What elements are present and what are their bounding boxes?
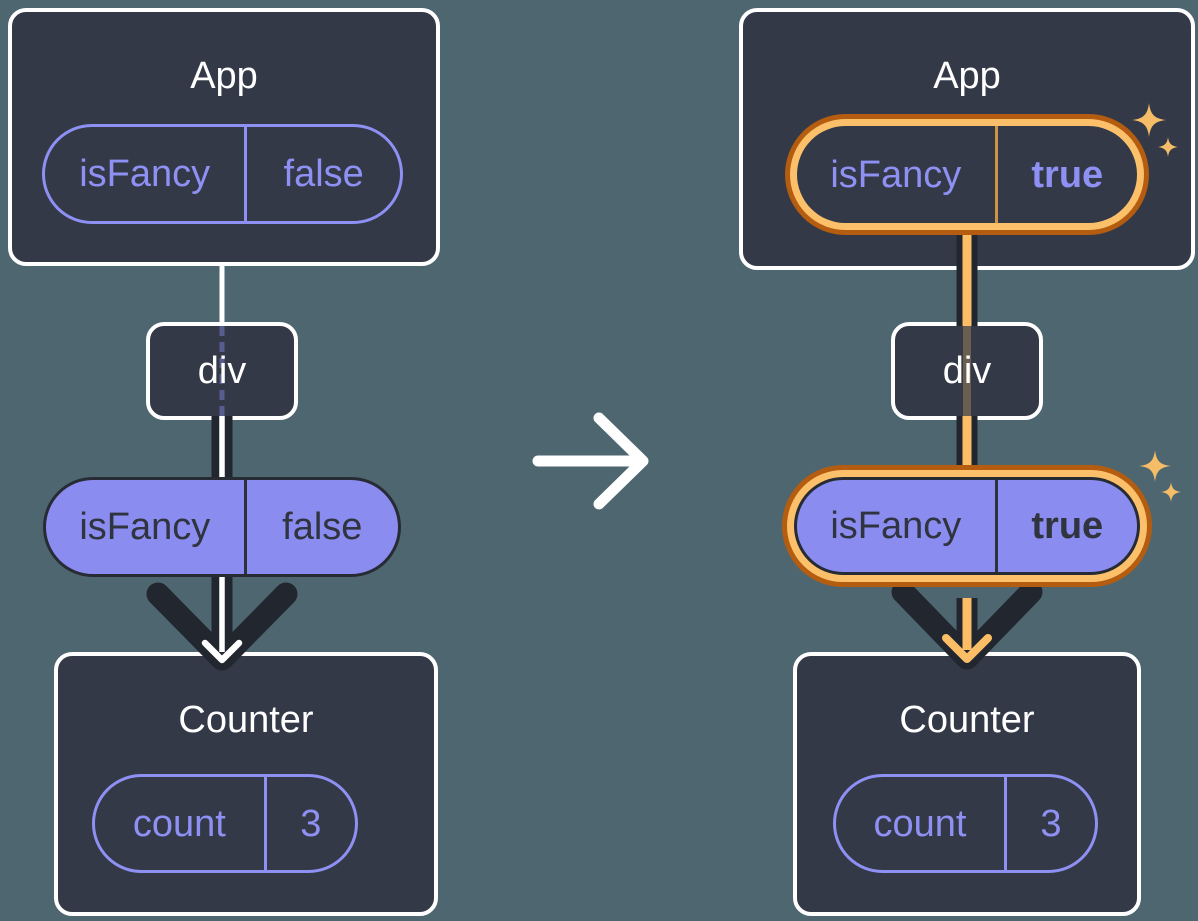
state-name: count [836,777,1007,870]
arrow-right-icon [532,412,649,510]
line-through-div [219,326,225,416]
state-name: count [95,777,267,870]
counter-state-pill-before: count 3 [92,774,358,873]
state-value: 3 [300,802,322,845]
arrow-chevron-after [891,580,1043,670]
state-value: false [283,153,364,195]
state-value: true [1031,153,1104,196]
counter-title: Counter [899,699,1035,741]
div-label: div [942,350,992,392]
props-pill-before: isFancy false [43,477,401,577]
div-label: div [197,350,247,392]
arrow-chevron-before [146,582,298,671]
app-state-pill-after: isFancy true [797,126,1137,223]
div-card-after: div [891,322,1043,420]
props-pill-after: isFancy true [794,477,1140,575]
highlight-ring: isFancy true [782,465,1152,587]
counter-title: Counter [178,699,314,741]
state-value: 3 [1040,802,1062,845]
state-name: isFancy [797,126,998,223]
state-name: isFancy [45,127,248,221]
prop-name: isFancy [46,480,247,574]
line-through-div [963,326,971,416]
app-title: App [190,55,258,97]
sparkle-icon [1139,450,1181,502]
prop-value: false [282,506,363,548]
div-card-before: div [146,322,298,420]
app-state-pill-before: isFancy false [42,124,403,224]
app-title: App [933,55,1001,97]
prop-value: true [1031,505,1104,547]
prop-name: isFancy [797,480,998,572]
counter-state-pill-after: count 3 [833,774,1098,873]
highlight-ring: isFancy true [785,114,1149,235]
